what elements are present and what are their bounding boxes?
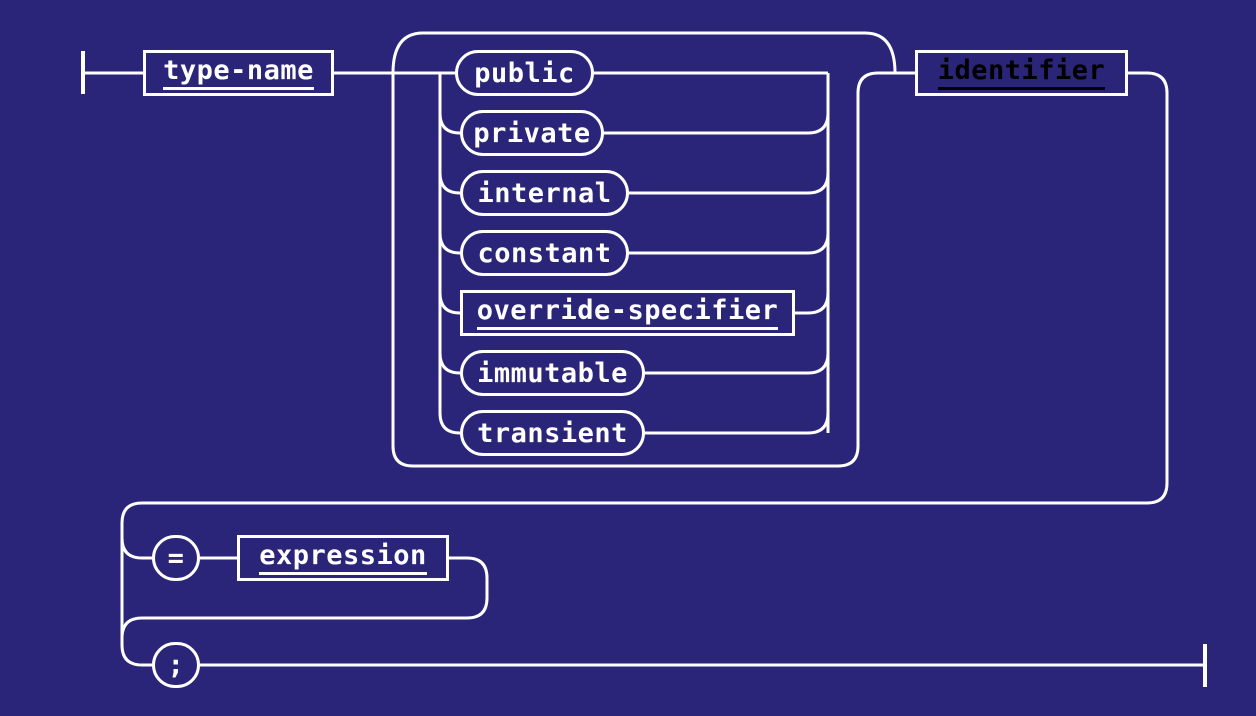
rail-modifier-loop [391,71,895,468]
rail-branch-in-7 [438,412,461,435]
rail-branch-in-6 [438,352,461,375]
rail-expression-return [120,556,489,639]
rail-branch-in-4 [438,232,461,255]
modifier-option-public[interactable]: public [455,50,594,96]
rail-branch-out-5 [795,292,830,315]
node-assign-operator[interactable]: = [152,535,200,581]
rail-tail-branch-assign [120,537,152,560]
rail-branch-out-6 [645,352,830,375]
node-type-name-label: type-name [163,57,314,90]
node-identifier[interactable]: identifier [915,50,1128,96]
modifier-option-immutable-label: immutable [477,357,628,389]
rail-branch-out-7 [645,412,830,435]
rail-branch-out-3 [629,172,830,195]
rail-branch-out-4 [629,232,830,255]
node-semicolon-label: ; [167,649,185,681]
modifier-option-internal-label: internal [477,177,612,209]
node-assign-operator-label: = [167,542,185,574]
modifier-option-immutable[interactable]: immutable [460,350,645,396]
modifier-option-private-label: private [473,117,591,149]
rail-branch-in-2 [438,112,461,135]
modifier-option-constant[interactable]: constant [460,230,629,276]
rail-modifier-skip-arc [391,31,897,74]
modifier-option-override-specifier[interactable]: override-specifier [460,290,795,336]
node-identifier-label: identifier [937,57,1106,90]
modifier-option-override-specifier-label: override-specifier [476,297,779,330]
rail-branch-in-3 [438,172,461,195]
rail-branch-out-2 [604,73,830,135]
modifier-option-private[interactable]: private [460,110,604,156]
rail-branch-in-5 [438,292,461,315]
modifier-option-constant-label: constant [477,237,612,269]
node-expression[interactable]: expression [237,535,449,581]
modifier-option-public-label: public [474,57,575,89]
node-expression-label: expression [259,542,427,575]
modifier-option-transient-label: transient [477,417,628,449]
rail-identifier-to-tail [120,71,1169,667]
node-type-name[interactable]: type-name [143,50,334,96]
modifier-option-internal[interactable]: internal [460,170,629,216]
node-semicolon[interactable]: ; [152,642,200,688]
modifier-option-transient[interactable]: transient [460,410,645,456]
